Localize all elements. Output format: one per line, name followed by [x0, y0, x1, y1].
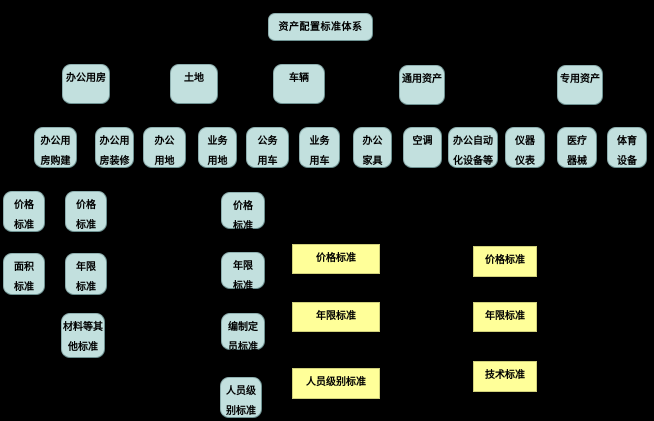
node-office-land: 办公 用地	[143, 127, 186, 168]
node-office-housing: 办公用房	[62, 64, 110, 104]
node-price-standard-3: 价格 标准	[221, 192, 265, 232]
node-medical-equipment: 医疗 器械	[557, 127, 597, 168]
node-office-housing-renovation: 办公用 房装修	[95, 127, 134, 168]
node-materials-other-standard: 材料等其 他标准	[61, 313, 105, 358]
node-instruments: 仪器 仪表	[505, 127, 545, 168]
node-office-automation-equipment: 办公自动 化设备等	[448, 127, 498, 168]
node-air-conditioner: 空调	[403, 127, 442, 168]
node-personnel-level-standard: 人员级 别标准	[220, 377, 262, 418]
node-price-standard-2: 价格 标准	[65, 191, 107, 232]
node-service-life-standard-highlight-1: 年限标准	[292, 302, 380, 332]
node-business-vehicles: 业务 用车	[299, 127, 340, 168]
node-official-vehicles: 公务 用车	[246, 127, 289, 168]
node-business-land: 业务 用地	[198, 127, 237, 168]
node-sports-equipment: 体育 设备	[607, 127, 647, 168]
node-area-standard: 面积 标准	[3, 253, 45, 295]
node-service-life-standard-2: 年限 标准	[221, 252, 265, 292]
node-price-standard-highlight-2: 价格标准	[473, 246, 537, 277]
node-staffing-quota-standard: 编制定 员标准	[221, 313, 265, 353]
node-price-standard-1: 价格 标准	[3, 191, 45, 232]
node-personnel-level-standard-highlight: 人员级别标准	[292, 368, 380, 399]
node-office-furniture: 办公 家具	[353, 127, 392, 168]
node-office-housing-construction: 办公用 房购建	[34, 127, 77, 168]
node-service-life-standard-highlight-2: 年限标准	[473, 302, 537, 332]
node-vehicles: 车辆	[273, 64, 325, 104]
node-general-assets: 通用资产	[399, 65, 445, 105]
node-price-standard-highlight-1: 价格标准	[292, 244, 380, 274]
node-service-life-standard-1: 年限 标准	[65, 253, 107, 295]
node-land: 土地	[170, 64, 218, 104]
node-special-assets: 专用资产	[557, 65, 603, 105]
node-technical-standard-highlight: 技术标准	[473, 361, 537, 392]
node-asset-allocation-standard-system: 资产配置标准体系	[268, 13, 373, 41]
